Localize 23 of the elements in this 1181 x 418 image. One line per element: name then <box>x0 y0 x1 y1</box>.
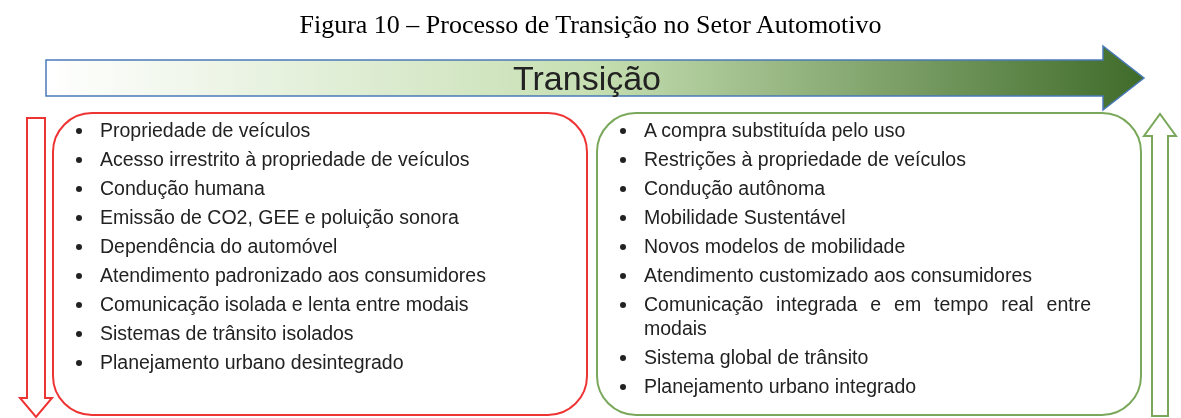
list-item: Atendimento customizado aos consumidores <box>616 263 1091 287</box>
list-item: Novos modelos de mobilidade <box>616 234 1091 258</box>
list-item: Comunicação isolada e lenta entre modais <box>72 292 572 316</box>
arrow-label: Transição <box>513 58 662 98</box>
list-item: Mobilidade Sustentável <box>616 205 1091 229</box>
list-item: Emissão de CO2, GEE e poluição sonora <box>72 205 572 229</box>
list-item: Dependência do automóvel <box>72 234 572 258</box>
list-item: Acesso irrestrito à propriedade de veículos <box>72 147 572 171</box>
list-item: Propriedade de veículos <box>72 118 572 142</box>
list-item: Condução autônoma <box>616 176 1091 200</box>
list-panel <box>596 112 1142 416</box>
transition-arrow <box>45 45 1145 111</box>
list-item: Planejamento urbano desintegrado <box>72 350 572 374</box>
list-item: Restrições à propriedade de veículos <box>616 147 1091 171</box>
list-item: Sistema global de trânsito <box>616 345 1091 369</box>
list-item: A compra substituída pelo uso <box>616 118 1091 142</box>
list-item: Comunicação integrada e em tempo real entre modais <box>616 292 1091 340</box>
list-item: Atendimento padronizado aos consumidores <box>72 263 572 287</box>
list-item: Condução humana <box>72 176 572 200</box>
list-item: Sistemas de trânsito isolados <box>72 321 572 345</box>
figure-title: Figura 10 – Processo de Transição no Setor Automotivo <box>299 10 882 40</box>
list-item: Planejamento urbano integrado <box>616 374 1091 398</box>
list-panel <box>52 112 588 416</box>
